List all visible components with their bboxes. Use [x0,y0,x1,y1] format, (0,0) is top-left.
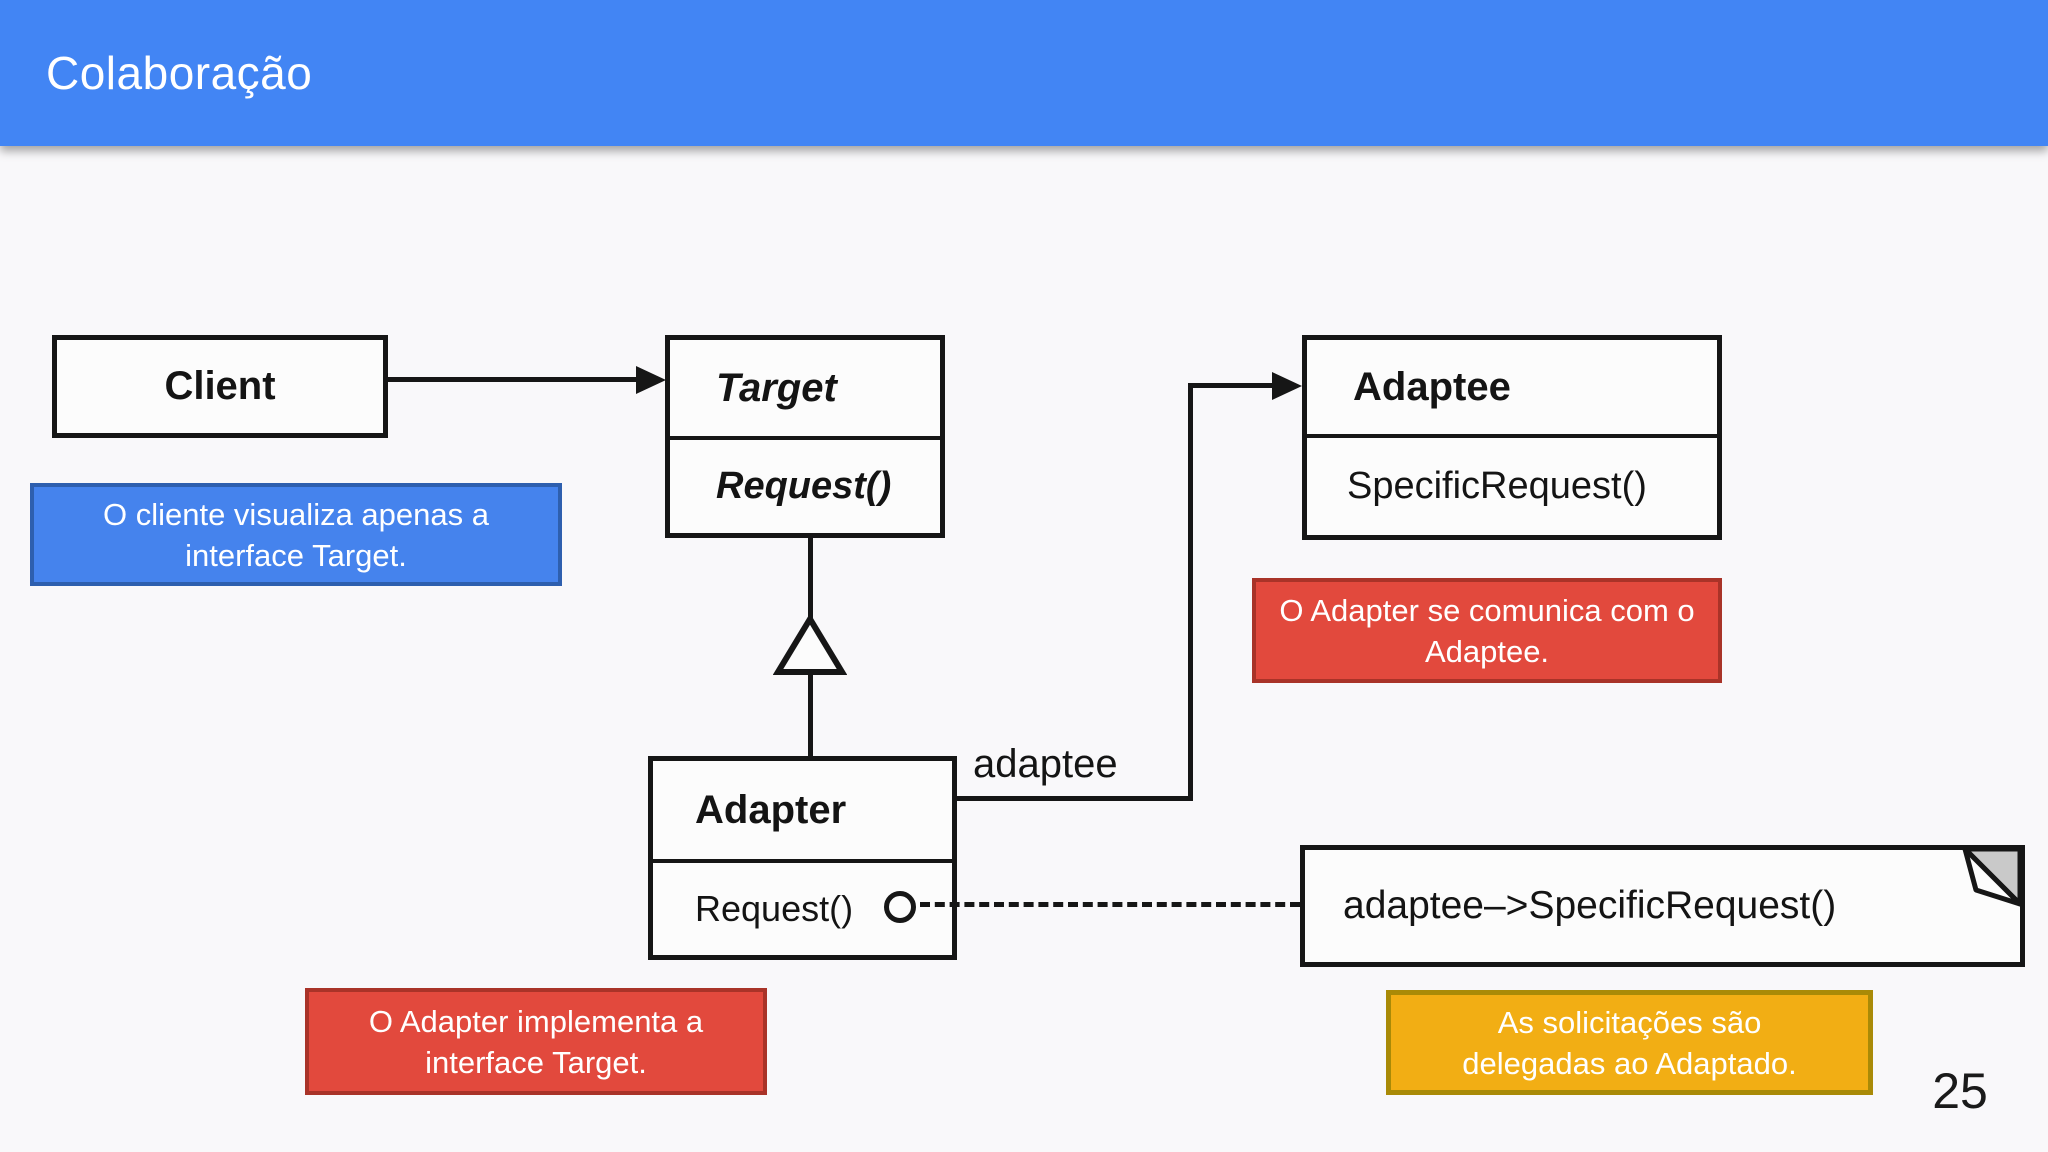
uml-class-target: Target Request() [665,335,945,538]
adapter-method-compartment: Request() [653,859,952,955]
inheritance-triangle-icon [773,615,847,675]
client-target-arrowhead-icon [636,366,666,394]
uml-class-adapter: Adapter Request() [648,756,957,960]
callout-client-view-line2: interface Target. [185,537,407,573]
adapter-name-compartment: Adapter [653,761,952,859]
client-class-name: Client [164,364,276,408]
slide-header: Colaboração [0,0,2048,146]
inheritance-line-upper [808,538,813,619]
adaptee-assoc-arrowhead-icon [1272,372,1302,400]
note-box: adaptee–>SpecificRequest() [1300,845,2025,967]
note-text: adaptee–>SpecificRequest() [1343,884,1837,927]
target-name-compartment: Target [670,340,940,436]
callout-requests-delegated: As solicitações são delegadas ao Adaptad… [1386,990,1873,1095]
adaptee-association-label: adaptee [973,742,1118,786]
target-method: Request() [716,465,892,507]
adapter-method: Request() [695,888,854,929]
lollipop-circle-icon [884,891,916,923]
adaptee-class-name: Adaptee [1353,364,1511,409]
note-dogear-icon [1962,846,2023,907]
target-class-name: Target [716,365,837,410]
callout-adapter-implements: O Adapter implementa a interface Target. [305,988,767,1095]
uml-class-adaptee: Adaptee SpecificRequest() [1302,335,1722,540]
adaptee-assoc-line-vertical [1188,383,1193,801]
callout-client-view-line1: O cliente visualiza apenas a [102,496,489,532]
adaptee-assoc-line-horizontal-lower [957,796,1193,801]
callout-requests-delegated-line2: delegadas ao Adaptado. [1462,1045,1797,1081]
page-number: 25 [1932,1063,1988,1119]
callout-adapter-communicates: O Adapter se comunica com o Adaptee. [1252,578,1722,683]
callout-adapter-communicates-line2: Adaptee. [1424,633,1550,669]
callout-requests-delegated-line1: As solicitações são [1497,1004,1762,1040]
slide-title: Colaboração [46,47,313,99]
uml-class-client: Client [52,335,388,438]
callout-adapter-implements-line2: interface Target. [425,1044,647,1080]
adaptee-method-compartment: SpecificRequest() [1307,434,1717,535]
inheritance-line-lower [808,674,813,756]
note-dashed-line [920,902,1300,907]
callout-adapter-implements-line1: O Adapter implementa a [368,1003,704,1039]
adaptee-method: SpecificRequest() [1347,465,1647,507]
client-target-arrow-line [388,377,640,382]
callout-client-view: O cliente visualiza apenas a interface T… [30,483,562,586]
adaptee-assoc-line-horizontal-upper [1188,383,1276,388]
adaptee-name-compartment: Adaptee [1307,340,1717,434]
adapter-class-name: Adapter [695,787,847,832]
callout-adapter-communicates-line1: O Adapter se comunica com o [1279,592,1695,628]
target-method-compartment: Request() [670,436,940,533]
client-name-compartment: Client [57,340,383,433]
